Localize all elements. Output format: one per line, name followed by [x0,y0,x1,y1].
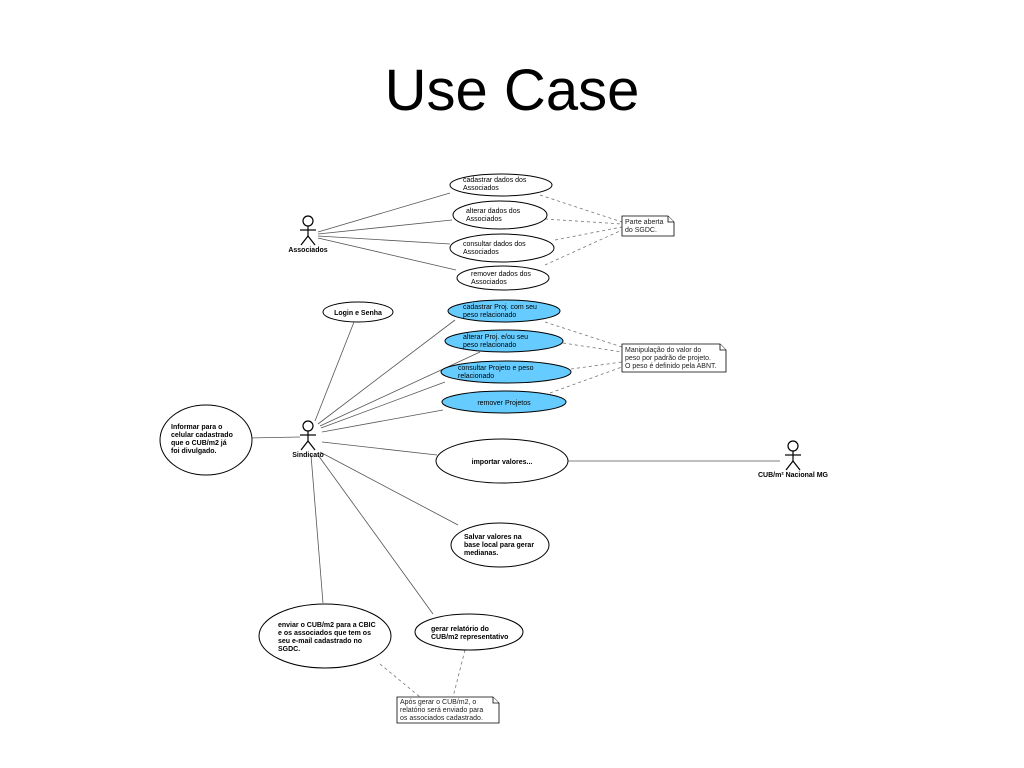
svg-text:enviar o CUB/m2 para a CBIC: enviar o CUB/m2 para a CBIC [278,622,376,629]
svg-text:remover dados dos: remover dados dos [471,271,531,278]
svg-text:O peso é definido pela ABNT.: O peso é definido pela ABNT. [625,363,717,370]
use-case-importar-valores: importar valores... [435,438,569,484]
svg-text:Associados: Associados [466,216,502,223]
use-case-remover-associados: remover dados dos Associados [456,265,550,291]
svg-text:base local para gerar: base local para gerar [464,542,534,549]
svg-text:CUB/m2 representativo: CUB/m2 representativo [431,634,508,641]
use-case-consultar-projeto: consultar Projeto e peso relacionado [440,360,572,384]
svg-text:cadastrar Proj. com seu: cadastrar Proj. com seu [463,304,537,311]
use-case-informar-celular: Informar para o celular cadastrado que o… [159,404,253,476]
svg-text:peso relacionado: peso relacionado [463,342,516,349]
svg-text:que o CUB/m2 já: que o CUB/m2 já [171,440,227,447]
svg-text:remover Projetos: remover Projetos [477,400,531,407]
svg-text:alterar Proj. e/ou seu: alterar Proj. e/ou seu [463,334,528,341]
svg-text:Associados: Associados [463,249,499,256]
svg-text:Parte aberta: Parte aberta [625,219,664,226]
slide-title: Use Case [384,58,640,123]
svg-text:do SGDC.: do SGDC. [625,227,657,234]
svg-text:os associados cadastrado.: os associados cadastrado. [400,715,483,722]
use-case-alterar-associados: alterar dados dos Associados [452,200,548,230]
use-case-salvar-valores: Salvar valores na base local para gerar … [450,522,550,568]
svg-text:foi divulgado.: foi divulgado. [171,448,217,455]
use-case-login: Login e Senha [322,301,394,323]
use-case-cadastrar-associados: cadastrar dados dos Associados [449,173,553,197]
svg-text:alterar dados dos: alterar dados dos [466,208,521,215]
actor-cub-nacional-label: CUB/m² Nacional MG [758,472,829,479]
apos-gerar-note-links [379,649,466,698]
svg-text:Login e Senha: Login e Senha [334,310,382,317]
svg-text:seu e-mail cadastrado no: seu e-mail cadastrado no [278,638,362,645]
svg-text:consultar Projeto e peso: consultar Projeto e peso [458,365,534,372]
use-case-consultar-associados: consultar dados dos Associados [449,233,555,263]
actor-sindicato-label: Sindicato [292,452,324,459]
associados-associations [317,192,457,271]
note-manipulacao-peso: Manipulação do valor do peso por padrão … [621,343,727,373]
actor-cub-nacional: CUB/m² Nacional MG [758,440,829,479]
use-case-remover-projetos: remover Projetos [441,390,567,414]
svg-text:Associados: Associados [471,279,507,286]
parte-aberta-note-links [539,194,623,266]
use-case-alterar-projeto: alterar Proj. e/ou seu peso relacionado [444,329,564,353]
actor-associados-label: Associados [288,247,327,254]
svg-text:consultar dados dos: consultar dados dos [463,241,526,248]
svg-text:relatório será enviado para: relatório será enviado para [400,707,483,714]
note-apos-gerar: Após gerar o CUB/m2, o relatório será en… [396,696,500,724]
svg-text:medianas.: medianas. [464,550,498,557]
actor-sindicato: Sindicato [292,420,324,459]
svg-text:e os associados que tem os: e os associados que tem os [278,630,371,637]
svg-text:SGDC.: SGDC. [278,646,300,653]
svg-text:peso relacionado: peso relacionado [463,312,516,319]
note-parte-aberta: Parte aberta do SGDC. [621,215,675,237]
sindicato-associations [246,319,780,615]
manipulacao-note-links [544,321,623,394]
svg-text:importar valores...: importar valores... [472,459,533,466]
svg-text:Associados: Associados [463,185,499,192]
svg-text:Após gerar o CUB/m2, o: Após gerar o CUB/m2, o [400,699,476,706]
svg-text:peso por padrão de projeto.: peso por padrão de projeto. [625,355,711,362]
svg-text:gerar relatório do: gerar relatório do [431,626,489,633]
actor-associados: Associados [288,215,328,254]
svg-text:relacionado: relacionado [458,373,494,380]
svg-text:celular cadastrado: celular cadastrado [171,432,233,439]
use-case-enviar-cub: enviar o CUB/m2 para a CBIC e os associa… [258,603,392,669]
svg-text:Salvar valores na: Salvar valores na [464,534,522,541]
svg-text:Manipulação do valor do: Manipulação do valor do [625,347,701,354]
use-case-gerar-relatorio: gerar relatório do CUB/m2 representativo [414,613,524,651]
use-case-cadastrar-projeto: cadastrar Proj. com seu peso relacionado [447,299,561,323]
svg-text:cadastrar dados dos: cadastrar dados dos [463,177,527,184]
svg-text:Informar para o: Informar para o [171,424,222,431]
